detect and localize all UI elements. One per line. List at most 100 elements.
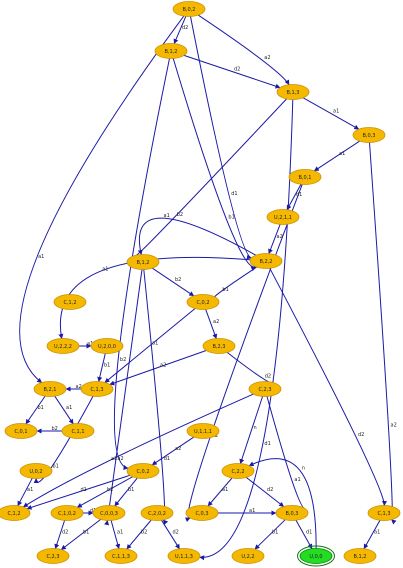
node-b22: B,2,2 <box>249 253 283 269</box>
edge-label: b2 <box>120 357 126 363</box>
edge-label: b1 <box>83 530 89 536</box>
node-u111: U,1,1,1 <box>186 423 220 439</box>
edge-label: b1 <box>38 405 44 411</box>
node-shape <box>185 505 219 521</box>
node-u211: U,2,1,1 <box>266 209 300 225</box>
node-b12c: B,1,2 <box>343 548 377 564</box>
edge-C003-C23b <box>60 519 102 550</box>
node-label: B,2,3 <box>213 344 226 350</box>
edge-label: a1 <box>38 254 44 260</box>
edge-C02b-C102 <box>76 476 133 508</box>
edge-B12-C02b <box>113 58 170 470</box>
edge-label: a1 <box>374 530 380 536</box>
node-shape <box>33 381 67 397</box>
edge-label: d2 <box>182 25 188 31</box>
node-shape <box>53 294 87 310</box>
edge-label: a1 <box>164 213 170 219</box>
node-shape <box>276 84 310 100</box>
node-label: C,1,1 <box>71 429 84 435</box>
node-u02: U,0,2 <box>19 463 53 479</box>
node-shape <box>154 43 188 59</box>
node-label: C,1,3 <box>377 511 390 517</box>
node-label: C,0,0,3 <box>100 511 118 517</box>
node-label: U,0,0 <box>309 554 322 560</box>
edge-label: a1 <box>87 341 93 347</box>
node-b01: B,0,1 <box>288 169 322 185</box>
node-u00: U,0,0 <box>297 545 335 567</box>
node-label: C,2,3 <box>258 387 271 393</box>
edge-C202-U113 <box>161 519 180 550</box>
node-label: U,1,1,1 <box>194 429 212 435</box>
edge-label: n <box>254 425 257 431</box>
node-u200: U,2,0,0 <box>90 338 124 354</box>
edge-label: d2 <box>358 432 364 438</box>
edge-label: b1 <box>53 464 59 470</box>
edge-label: b2 <box>52 426 58 432</box>
node-label: B,1,2 <box>165 49 178 55</box>
node-shape <box>288 169 322 185</box>
node-label: U,2,0,0 <box>98 344 116 350</box>
node-shape <box>126 463 160 479</box>
edge-label: a1 <box>294 477 300 483</box>
edge-label: a2 <box>213 319 219 325</box>
edge-label: b1 <box>104 363 110 369</box>
edge-label: a2 <box>111 456 117 462</box>
edge-label: a1 <box>27 487 33 493</box>
edge-C02-B23 <box>205 309 218 340</box>
edge-C02b-C003 <box>114 477 138 507</box>
node-c22: C,2,2 <box>221 463 255 479</box>
edge-B01-U211 <box>286 184 302 211</box>
node-c02b: C,0,2 <box>126 463 160 479</box>
node-b13: B,1,3 <box>276 84 310 100</box>
node-shape <box>140 505 174 521</box>
node-shape <box>186 294 220 310</box>
node-b23: B,2,3 <box>202 338 236 354</box>
node-shape <box>352 127 386 143</box>
edge-B12-B13 <box>183 54 281 89</box>
node-shape <box>0 505 31 521</box>
edge-U02-C12b <box>17 478 33 507</box>
node-c23b: C,2,3 <box>36 548 70 564</box>
node-c13b: C,1,3 <box>367 505 401 521</box>
edge-U00-C22 <box>248 458 317 549</box>
edge-label: a1 <box>102 266 108 272</box>
node-c202: C,2,0,2 <box>140 505 174 521</box>
node-shape <box>4 423 38 439</box>
node-c11: C,1,1 <box>61 423 95 439</box>
edge-label: a1 <box>222 487 228 493</box>
edge-C02b-C12b <box>26 474 131 510</box>
edge-label: b1 <box>128 487 134 493</box>
edge-label: a1 <box>249 508 255 514</box>
edge-B22-U222 <box>58 257 251 339</box>
node-shape <box>221 463 255 479</box>
node-shape <box>202 338 236 354</box>
node-shape <box>80 381 114 397</box>
edge-label: a1 <box>152 341 158 347</box>
node-shape <box>249 253 283 269</box>
node-label: C,2,0,2 <box>148 511 166 517</box>
edge-B22-B12b <box>137 217 256 256</box>
edge-label: a2 <box>264 55 270 61</box>
node-shape <box>231 548 265 564</box>
accept-ring <box>297 545 335 567</box>
node-shape <box>367 505 401 521</box>
node-shape <box>19 463 53 479</box>
node-b02: B,0,2 <box>172 1 206 17</box>
node-shape <box>167 548 201 564</box>
edge-label: b2 <box>107 487 113 493</box>
node-label: C,1,0,2 <box>58 511 76 517</box>
edge-label: d1 <box>81 487 87 493</box>
node-label: B,0,1 <box>299 175 312 181</box>
node-b12: B,1,2 <box>154 43 188 59</box>
edge-label: a1 <box>117 530 123 536</box>
node-label: B,0,3 <box>363 133 376 139</box>
node-label: B,1,3 <box>287 90 300 96</box>
node-shape <box>186 423 220 439</box>
node-shape <box>92 505 126 521</box>
edge-label: a2 <box>175 446 181 452</box>
node-b03: B,0,3 <box>352 127 386 143</box>
node-c23: C,2,3 <box>248 381 282 397</box>
edge-label: b2 <box>177 212 183 218</box>
node-label: C,1,3 <box>90 387 103 393</box>
